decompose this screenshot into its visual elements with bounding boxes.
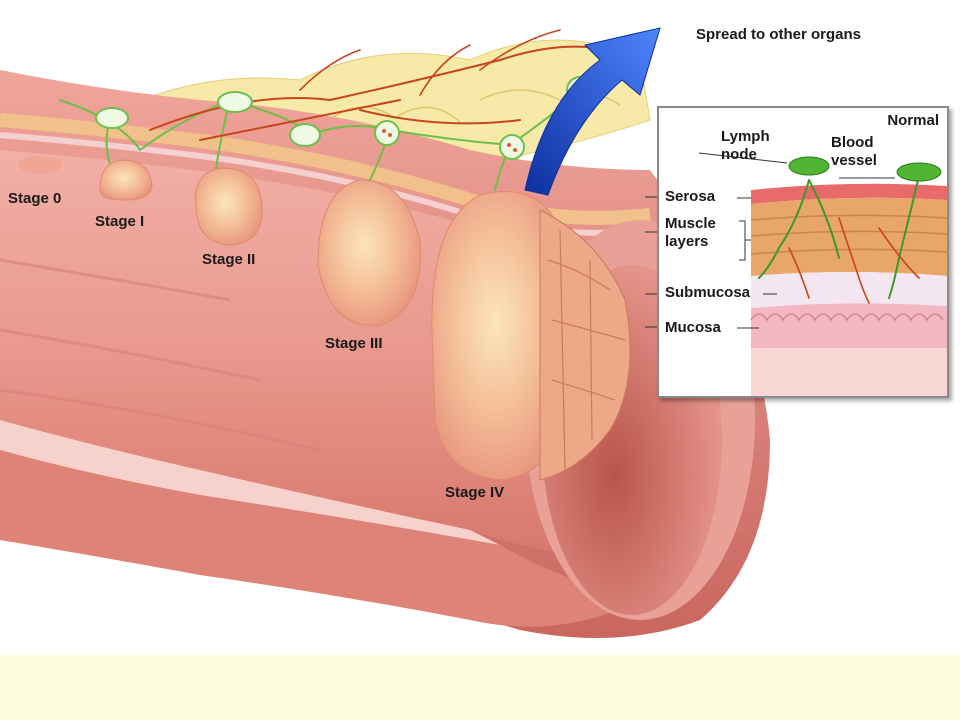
lymph-node-icon <box>788 156 830 176</box>
tumor-stage-4-cut <box>539 209 631 481</box>
muscle-layers-label: Muscle layers <box>665 215 716 250</box>
spread-label: Spread to other organs <box>696 26 862 43</box>
tumors <box>18 156 631 481</box>
stage-0-label: Stage 0 <box>8 190 62 207</box>
inset-title: Normal <box>887 112 939 129</box>
tumor-stage-4-cut-lines <box>547 229 626 471</box>
submucosa-label: Submucosa <box>665 284 751 301</box>
blood-vessel-label: Blood vessel <box>831 134 877 169</box>
tumor-stage-2 <box>195 167 263 246</box>
submucosa-layer <box>751 272 947 308</box>
tumor-stage-3 <box>317 179 421 326</box>
lymph-node-icon <box>896 162 942 182</box>
lymph-node-label: Lymph node <box>721 128 770 163</box>
stage-1-label: Stage I <box>95 213 145 230</box>
lymph-node <box>289 123 321 147</box>
colon-lower-wall <box>0 450 640 627</box>
lymph-node <box>217 91 253 113</box>
normal-tissue-layers <box>698 152 947 396</box>
stage-4-label: Stage IV <box>445 484 505 501</box>
lumen-folds <box>0 258 321 452</box>
mucosa-layer <box>751 303 947 348</box>
colon-cut-edge <box>0 420 500 545</box>
inset-vessels <box>758 175 920 304</box>
normal-tissue-inset: Normal Lymph node Blood vessel <box>657 106 949 398</box>
tumor-stage-1 <box>99 159 153 201</box>
footer-band <box>0 655 960 720</box>
tumor-stage-0 <box>18 156 62 174</box>
mucosa-label: Mucosa <box>665 319 721 336</box>
stage-3-label: Stage III <box>325 335 383 352</box>
vessel-network <box>59 29 611 191</box>
mucosa-villi <box>750 313 944 322</box>
lymph-node-cancerous <box>374 120 400 146</box>
serosa-layer <box>751 183 947 204</box>
lymph-node-cancerous <box>499 134 525 160</box>
stage-2-label: Stage II <box>202 251 256 268</box>
serosa-label: Serosa <box>665 188 716 205</box>
spread-arrow <box>524 27 661 196</box>
lower-lumen <box>751 348 947 396</box>
muscle-layer <box>751 197 947 276</box>
lymph-node <box>95 107 129 129</box>
